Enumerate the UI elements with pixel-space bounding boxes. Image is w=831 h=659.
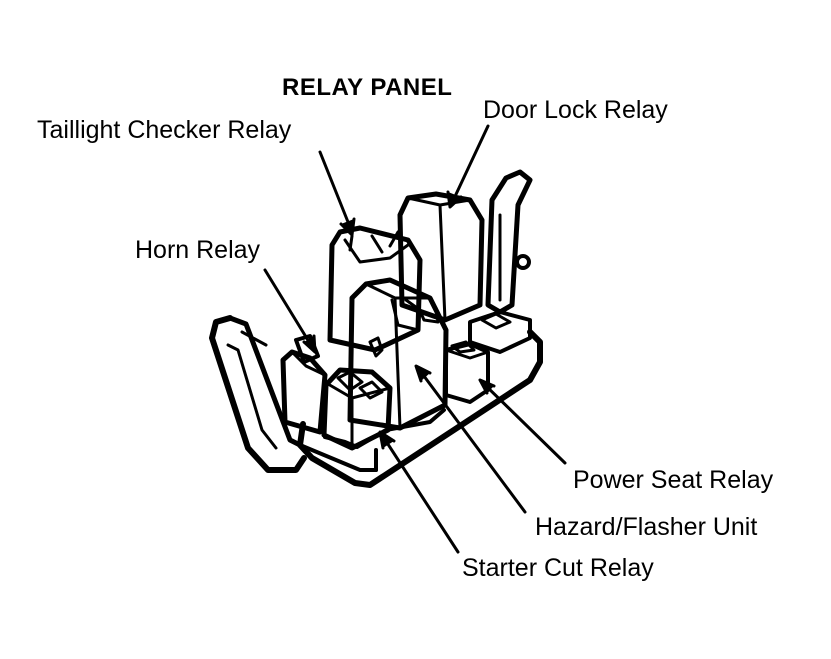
- label-power-seat-relay: Power Seat Relay: [573, 466, 774, 494]
- leader-power-seat: [478, 378, 567, 465]
- leader-starter-cut: [378, 430, 460, 554]
- label-hazard-flasher-unit: Hazard/Flasher Unit: [535, 513, 758, 541]
- horn-relay: [280, 334, 328, 435]
- retaining-clip: [485, 169, 533, 315]
- mounting-bracket: [209, 315, 307, 473]
- label-door-lock-relay: Door Lock Relay: [483, 96, 668, 124]
- leader-hazard-flasher: [414, 364, 527, 514]
- leader-taillight-checker: [318, 150, 356, 237]
- door-lock-relay: [397, 191, 485, 323]
- starter-cut-relay: [321, 367, 393, 451]
- label-horn-relay: Horn Relay: [135, 236, 261, 264]
- hazard-flasher-unit: [347, 277, 449, 431]
- label-starter-cut-relay: Starter Cut Relay: [462, 554, 654, 582]
- leader-lines: [263, 124, 567, 554]
- diagram-title: RELAY PANEL: [282, 74, 453, 101]
- power-seat-relay: [444, 340, 490, 404]
- leader-door-lock: [446, 124, 490, 209]
- rear-connector: [468, 310, 532, 354]
- base-plate: [297, 329, 543, 488]
- label-taillight-checker-relay: Taillight Checker Relay: [37, 116, 292, 144]
- leader-horn: [263, 268, 317, 354]
